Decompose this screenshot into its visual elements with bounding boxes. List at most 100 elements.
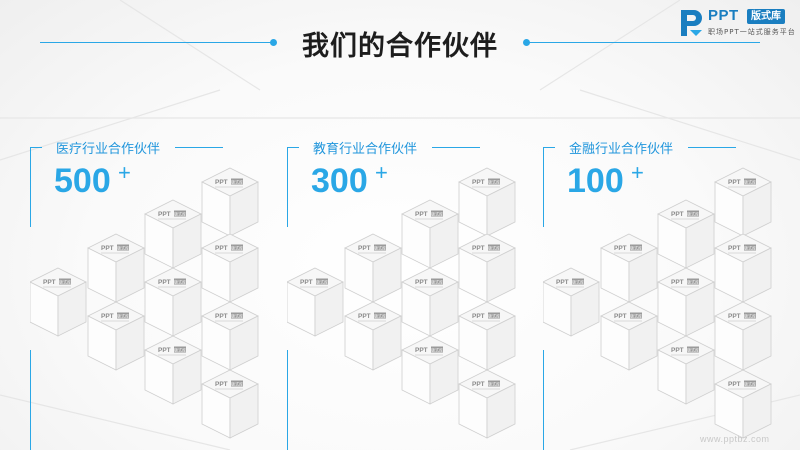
cube-logo-brand: PPT [101, 245, 114, 252]
cube-logo-badge: 版式库 [630, 244, 642, 250]
cube-logo-brand: PPT [415, 347, 428, 354]
logo-p-icon [681, 10, 702, 36]
cube-logo-badge: 版式库 [687, 210, 699, 216]
cube-logo-brand: PPT [728, 313, 741, 320]
group-label-line [175, 147, 223, 148]
cube-logo-badge: 版式库 [231, 244, 243, 250]
cube-logo-brand: PPT [614, 313, 627, 320]
group-label-line [688, 147, 736, 148]
cube-logo-brand: PPT [472, 179, 485, 186]
title-divider-right [528, 42, 760, 43]
group-label: 金融行业合作伙伴 [569, 142, 674, 157]
group-count: 100 [567, 162, 624, 200]
cube-logo-badge: 版式库 [687, 278, 699, 284]
group-border-tick [30, 147, 42, 148]
group-border-bottom [287, 350, 288, 450]
brand-logo: PPT 版式库 职场PPT一站式服务平台 [678, 7, 796, 41]
group-border-top [30, 147, 31, 227]
cube-logo-badge: 版式库 [431, 278, 443, 284]
cube-logo-badge: 版式库 [488, 244, 500, 250]
group-border-top [543, 147, 544, 227]
watermark: www.pptbz.com [700, 434, 770, 444]
cube-logo-brand: PPT [158, 279, 171, 286]
group-border-top [287, 147, 288, 227]
cube-logo-brand: PPT [671, 211, 684, 218]
cube-logo-brand: PPT [215, 179, 228, 186]
cube-logo-badge: 版式库 [117, 312, 129, 318]
group-border-bottom [30, 350, 31, 450]
cube-logo-brand: PPT [158, 211, 171, 218]
cube-logo-brand: PPT [215, 313, 228, 320]
cube-logo-brand: PPT [472, 245, 485, 252]
cube-logo-badge: 版式库 [431, 346, 443, 352]
title-bar: 我们的合作伙伴 [0, 22, 800, 62]
cube-logo-badge: 版式库 [174, 210, 186, 216]
cube-logo-brand: PPT [300, 279, 313, 286]
logo-brand-text: PPT [708, 7, 739, 24]
cube-logo-badge: 版式库 [488, 312, 500, 318]
cube-logo-badge: 版式库 [174, 346, 186, 352]
page-title: 我们的合作伙伴 [302, 31, 498, 62]
cube-logo-brand: PPT [671, 347, 684, 354]
cube-logo-brand: PPT [728, 381, 741, 388]
logo-badge: 版式库 [747, 9, 785, 24]
cube-logo-badge: 版式库 [687, 346, 699, 352]
cube-logo-brand: PPT [215, 245, 228, 252]
cube-logo-brand: PPT [158, 347, 171, 354]
cube-logo-badge: 版式库 [744, 380, 756, 386]
group-count-suffix: + [118, 160, 131, 185]
cube-logo-brand: PPT [472, 313, 485, 320]
title-divider-left [40, 42, 272, 43]
group-border-bottom [543, 350, 544, 450]
cube-logo-brand: PPT [43, 279, 56, 286]
cube-logo-brand: PPT [358, 313, 371, 320]
title-dot-right [523, 39, 530, 46]
cube-logo-badge: 版式库 [59, 278, 71, 284]
title-dot-left [270, 39, 277, 46]
group-count-suffix: + [631, 160, 644, 185]
logo-tagline: 职场PPT一站式服务平台 [708, 28, 796, 36]
